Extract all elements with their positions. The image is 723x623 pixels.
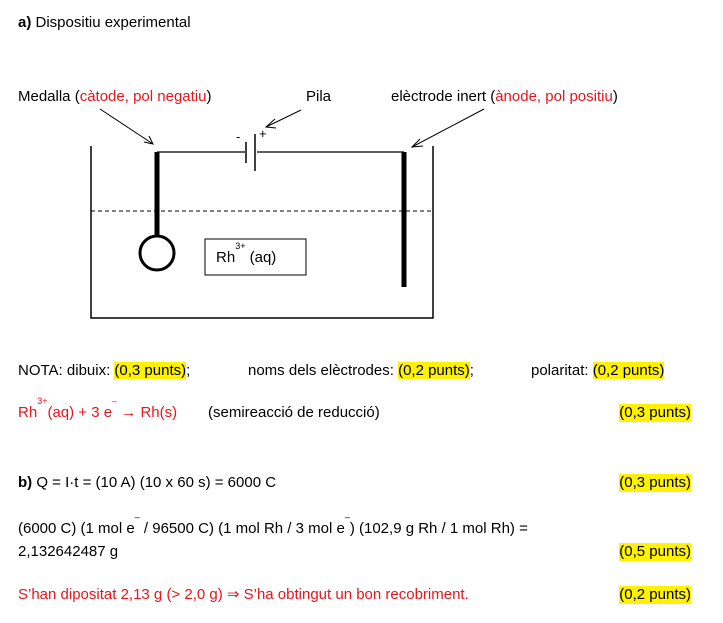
section-b-equation: Q = I·t = (10 A) (10 x 60 s) = 6000 C bbox=[32, 474, 277, 491]
battery-plus-sign: + bbox=[259, 126, 267, 141]
reaction-mid: (aq) + 3 e bbox=[47, 404, 113, 421]
label-electrode-text: elèctrode inert ( bbox=[391, 88, 496, 105]
label-medalla-red: càtode, pol negatiu bbox=[79, 88, 207, 105]
label-medalla-close: ) bbox=[206, 88, 212, 105]
reaction-product: Rh(s) bbox=[140, 404, 178, 421]
nota-polarity: polaritat: (0,2 punts) bbox=[531, 362, 665, 380]
nota-points-polarity: (0,2 punts) bbox=[592, 362, 665, 379]
calc-part1: (6000 C) (1 mol e bbox=[18, 520, 135, 537]
reaction-note: (semireacció de reducció) bbox=[208, 404, 380, 421]
calc-sup1: – bbox=[134, 512, 140, 522]
reduction-reaction: Rh3+(aq) + 3 e– → Rh(s) bbox=[18, 397, 178, 422]
ion-box-sup: 3+ bbox=[235, 241, 246, 251]
nota-sep2: ; bbox=[469, 362, 474, 379]
section-a-title: a) Dispositiu experimental bbox=[18, 14, 191, 32]
reaction-e-sup: – bbox=[112, 396, 118, 406]
section-a-text: Dispositiu experimental bbox=[35, 14, 191, 31]
arrow-pila bbox=[265, 109, 302, 128]
ion-box-label: Rh3+ (aq) bbox=[216, 242, 277, 267]
section-b-line: b) Q = I·t = (10 A) (10 x 60 s) = 6000 C bbox=[18, 474, 276, 492]
ion-box-tail: (aq) bbox=[245, 249, 277, 266]
label-electrode: elèctrode inert (ànode, pol positiu) bbox=[391, 88, 618, 106]
container-outline bbox=[90, 146, 434, 319]
calc-part2: / 96500 C) (1 mol Rh / 3 mol e bbox=[139, 520, 345, 537]
label-pila: Pila bbox=[306, 88, 332, 105]
section-b-letter: b) bbox=[18, 474, 33, 491]
calc-sup2: – bbox=[344, 512, 350, 522]
ion-box-base: Rh bbox=[216, 249, 236, 266]
ion-box bbox=[204, 238, 307, 276]
nota-line: NOTA: dibuix: (0,3 punts); bbox=[18, 362, 190, 380]
section-a-letter: a) bbox=[18, 14, 32, 31]
reaction-points: (0,3 punts) bbox=[619, 404, 691, 422]
section-b-points: (0,3 punts) bbox=[619, 474, 691, 492]
label-medalla: Medalla (càtode, pol negatiu) bbox=[18, 88, 211, 106]
reaction-rh-sup: 3+ bbox=[37, 396, 48, 406]
nota-prefix: NOTA: dibuix: bbox=[18, 362, 115, 379]
nota-points-electrodes: (0,2 punts) bbox=[398, 362, 470, 379]
calc-points: (0,5 punts) bbox=[619, 543, 691, 561]
label-electrode-close: ) bbox=[612, 88, 618, 105]
battery-minus-sign: - bbox=[236, 129, 241, 144]
medal-circle bbox=[138, 234, 176, 272]
nota-sep1: ; bbox=[186, 362, 191, 379]
arrow-medalla bbox=[99, 108, 154, 145]
calc-line-1: (6000 C) (1 mol e– / 96500 C) (1 mol Rh … bbox=[18, 513, 528, 538]
calc-result: 2,132642487 g bbox=[18, 543, 119, 560]
label-electrode-red: ànode, pol positiu bbox=[495, 88, 613, 105]
conclusion-text: S’han dipositat 2,13 g (> 2,0 g) ⇒ S’ha … bbox=[18, 586, 469, 603]
arrow-electrode bbox=[411, 108, 485, 148]
nota-electrodes: noms dels elèctrodes: (0,2 punts); bbox=[248, 362, 474, 380]
nota-electrodes-label: noms dels elèctrodes: bbox=[248, 362, 399, 379]
nota-polarity-label: polaritat: bbox=[531, 362, 593, 379]
nota-points-drawing: (0,3 punts) bbox=[114, 362, 187, 379]
reaction-rh: Rh bbox=[18, 404, 38, 421]
label-medalla-text: Medalla ( bbox=[18, 88, 80, 105]
calc-part3: ) (102,9 g Rh / 1 mol Rh) = bbox=[349, 520, 528, 537]
conclusion-points: (0,2 punts) bbox=[619, 586, 691, 604]
reaction-arrow: → bbox=[117, 404, 141, 421]
